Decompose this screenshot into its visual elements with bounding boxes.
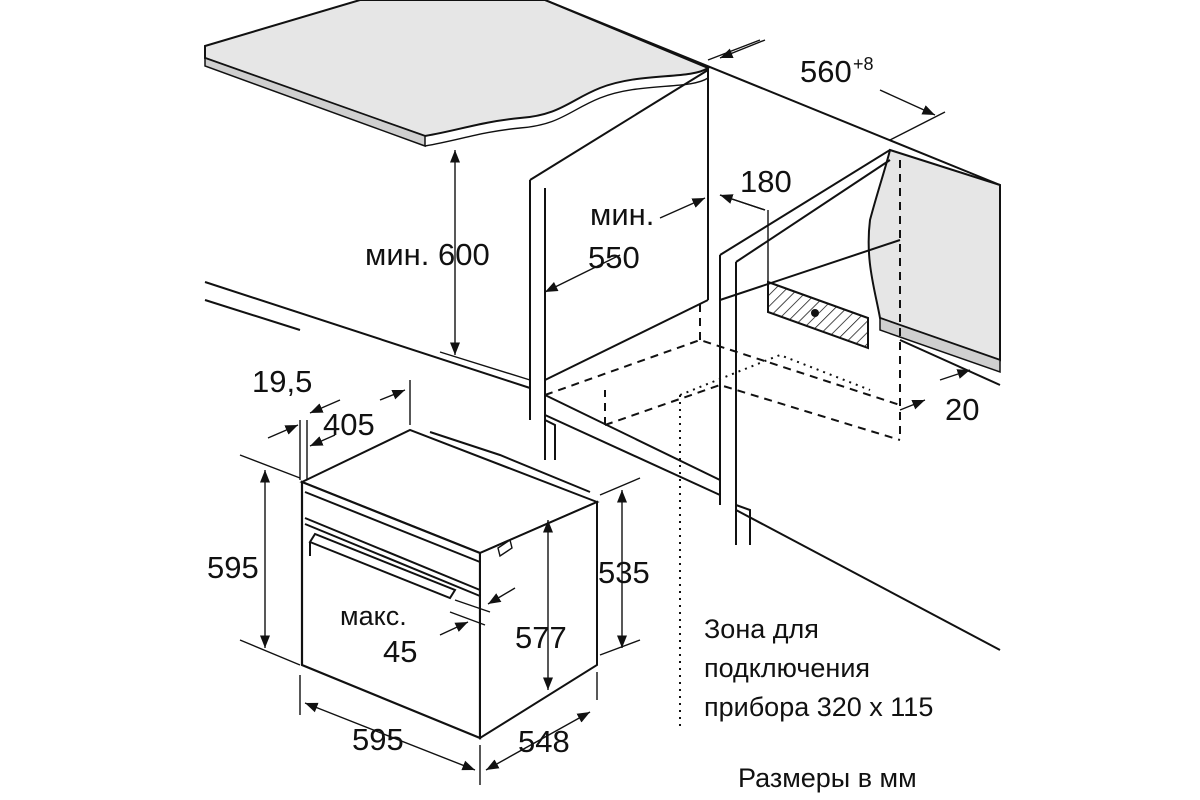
connection-zone-line2: подключения: [704, 653, 870, 683]
niche-width-tolerance: +8: [853, 54, 874, 74]
countertop-right: [867, 148, 1001, 374]
connection-zone-area: [767, 210, 869, 350]
dimensions-unit-title: Размеры в мм: [738, 763, 917, 793]
rear-gap-label: 20: [945, 392, 979, 427]
depth-405-label: 405: [323, 407, 375, 442]
handle-label-2: 45: [383, 634, 417, 669]
side-height-label: 535: [598, 555, 650, 590]
niche-width-label: 560: [800, 54, 852, 89]
depth-548-label: 548: [518, 724, 570, 759]
min-depth-label-1: мин.: [590, 197, 654, 232]
oven: [299, 428, 600, 740]
width-595-label: 595: [352, 722, 404, 757]
front-panel-label: 19,5: [252, 364, 312, 399]
connection-zone-line1: Зона для: [704, 614, 819, 644]
height-595-label: 595: [207, 550, 259, 585]
min-depth-label-2: 550: [588, 240, 640, 275]
handle-label-1: макс.: [340, 601, 407, 631]
body-height-label: 577: [515, 620, 567, 655]
connection-zone-line3: прибора 320 x 115: [704, 692, 933, 722]
vent-depth-label: 180: [740, 164, 792, 199]
cabinet-niche: [204, 0, 1001, 730]
min-height-label: мин. 600: [365, 237, 490, 272]
countertop: [204, 0, 711, 148]
dimension-lines: [239, 39, 971, 785]
